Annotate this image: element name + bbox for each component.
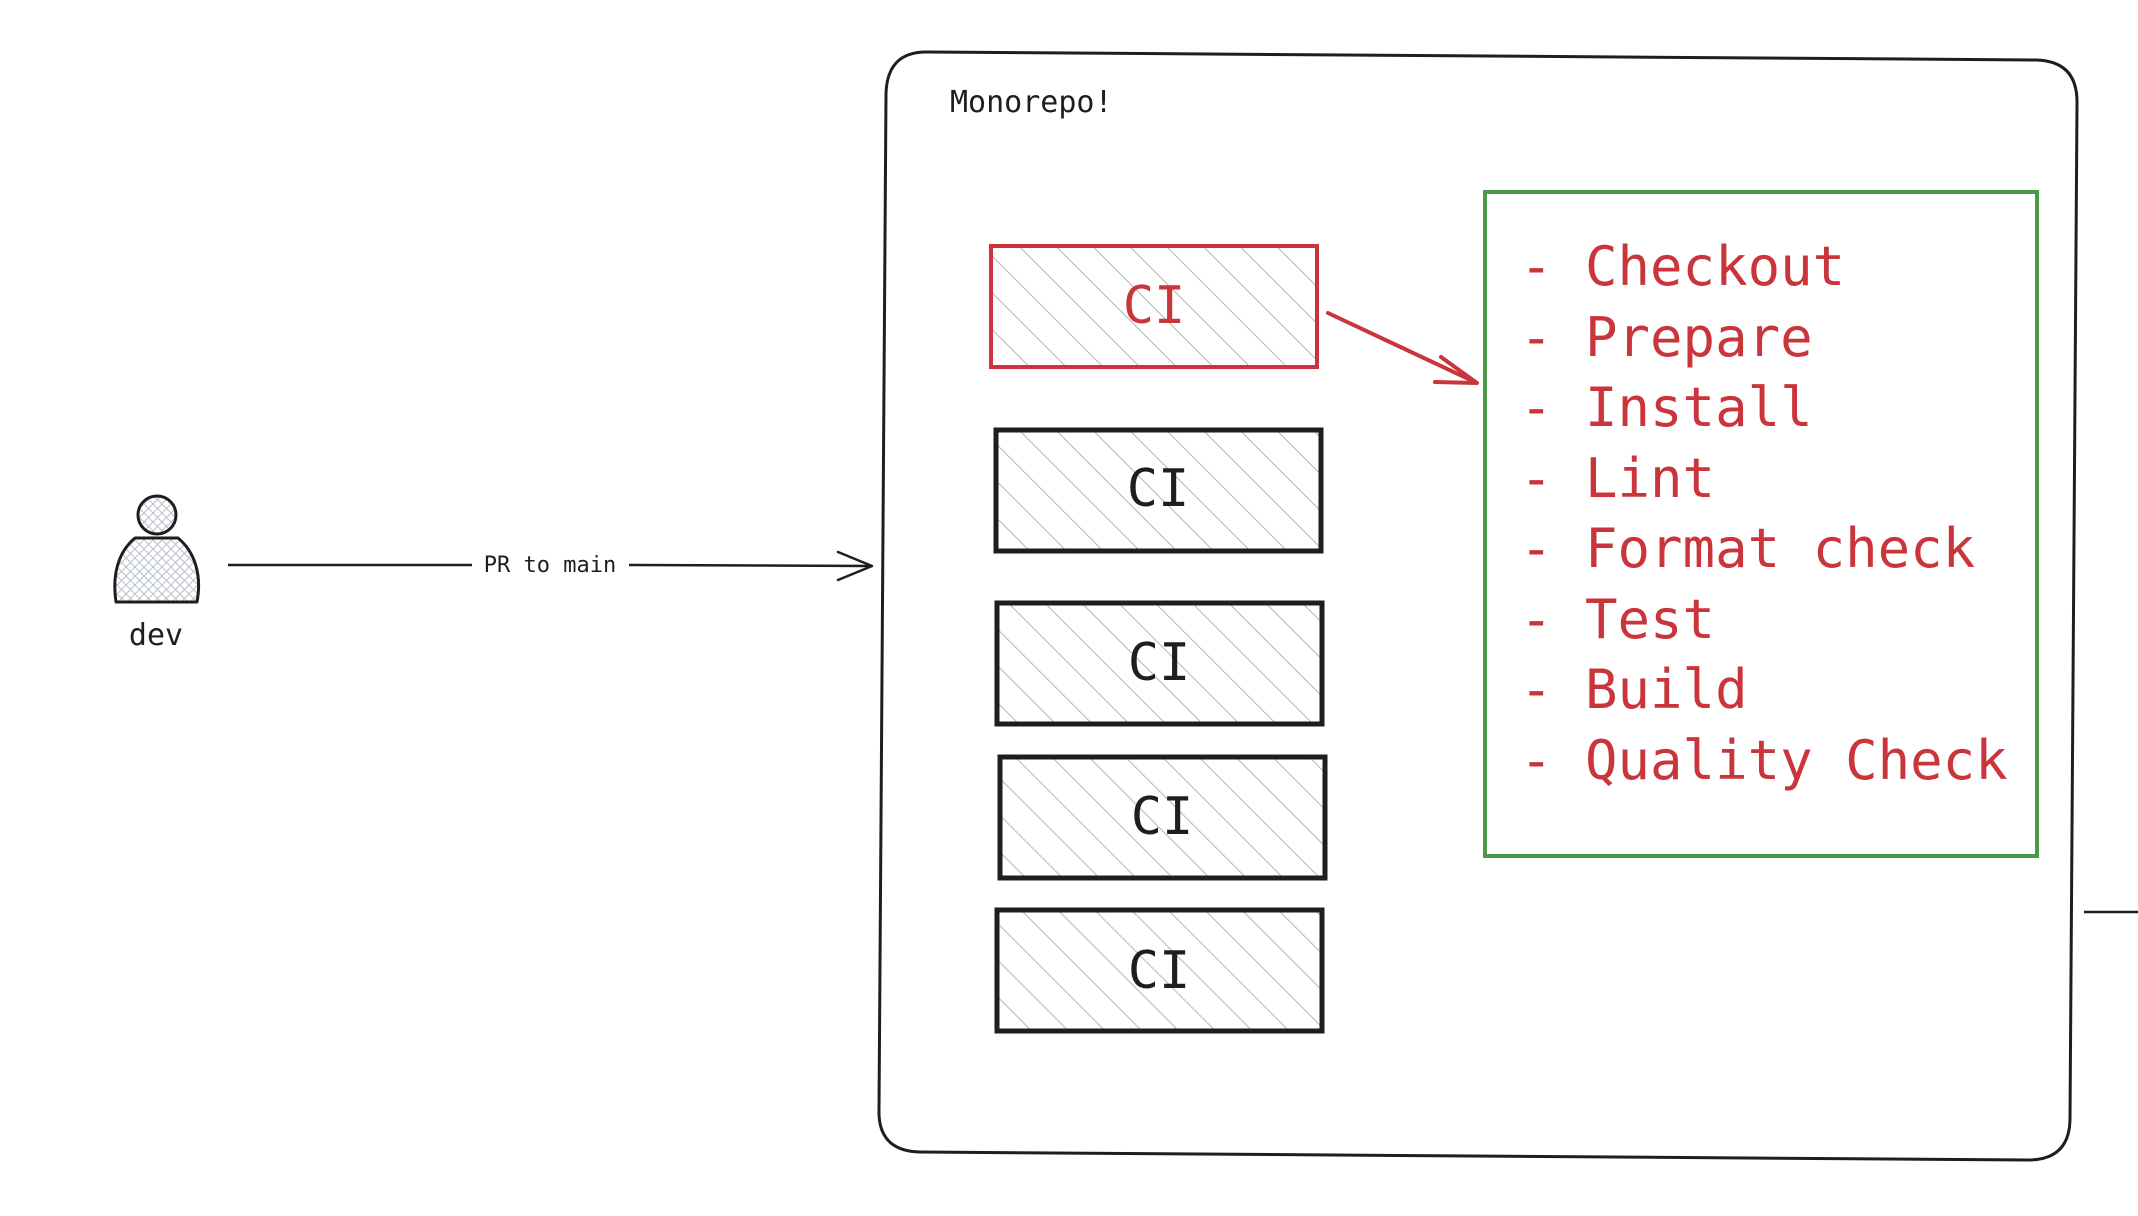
expand-arrow (1326, 311, 1479, 385)
step-checkout: - Checkout (1520, 235, 1845, 298)
container-title: Monorepo! (950, 85, 1113, 120)
person-icon (113, 494, 201, 604)
ci-box-4[interactable]: CI (997, 754, 1328, 881)
arrowhead-icon (836, 550, 874, 582)
step-test: - Test (1520, 588, 1715, 651)
ci-box-2[interactable]: CI (993, 427, 1324, 554)
step-format-check: - Format check (1520, 517, 1975, 580)
actor-label: dev (129, 618, 183, 653)
step-lint: - Lint (1520, 447, 1715, 510)
ci-box-label: CI (1131, 787, 1194, 847)
ci-box-5[interactable]: CI (994, 907, 1325, 1034)
ci-steps-panel[interactable]: - Checkout - Prepare - Install - Lint - … (1483, 190, 2039, 858)
pr-to-main-edge[interactable]: PR to main (228, 550, 874, 582)
ci-box-1[interactable]: CI (989, 244, 1319, 369)
ci-box-label: CI (1123, 276, 1186, 336)
monorepo-container[interactable]: Monorepo! (877, 50, 2079, 1162)
step-build: - Build (1520, 658, 1748, 721)
ci-box-3[interactable]: CI (994, 600, 1325, 727)
ci-box-label: CI (1128, 941, 1191, 1001)
arrowhead-icon (1433, 355, 1479, 385)
ci-box-list: CI CI CI CI CI (989, 244, 1328, 1034)
step-install: - Install (1520, 376, 1813, 439)
ci-box-label: CI (1128, 633, 1191, 693)
edge-label: PR to main (484, 553, 616, 578)
step-quality-check: - Quality Check (1520, 729, 2008, 792)
step-prepare: - Prepare (1520, 306, 1813, 369)
dev-actor[interactable]: dev (113, 494, 201, 653)
ci-box-label: CI (1127, 459, 1190, 519)
